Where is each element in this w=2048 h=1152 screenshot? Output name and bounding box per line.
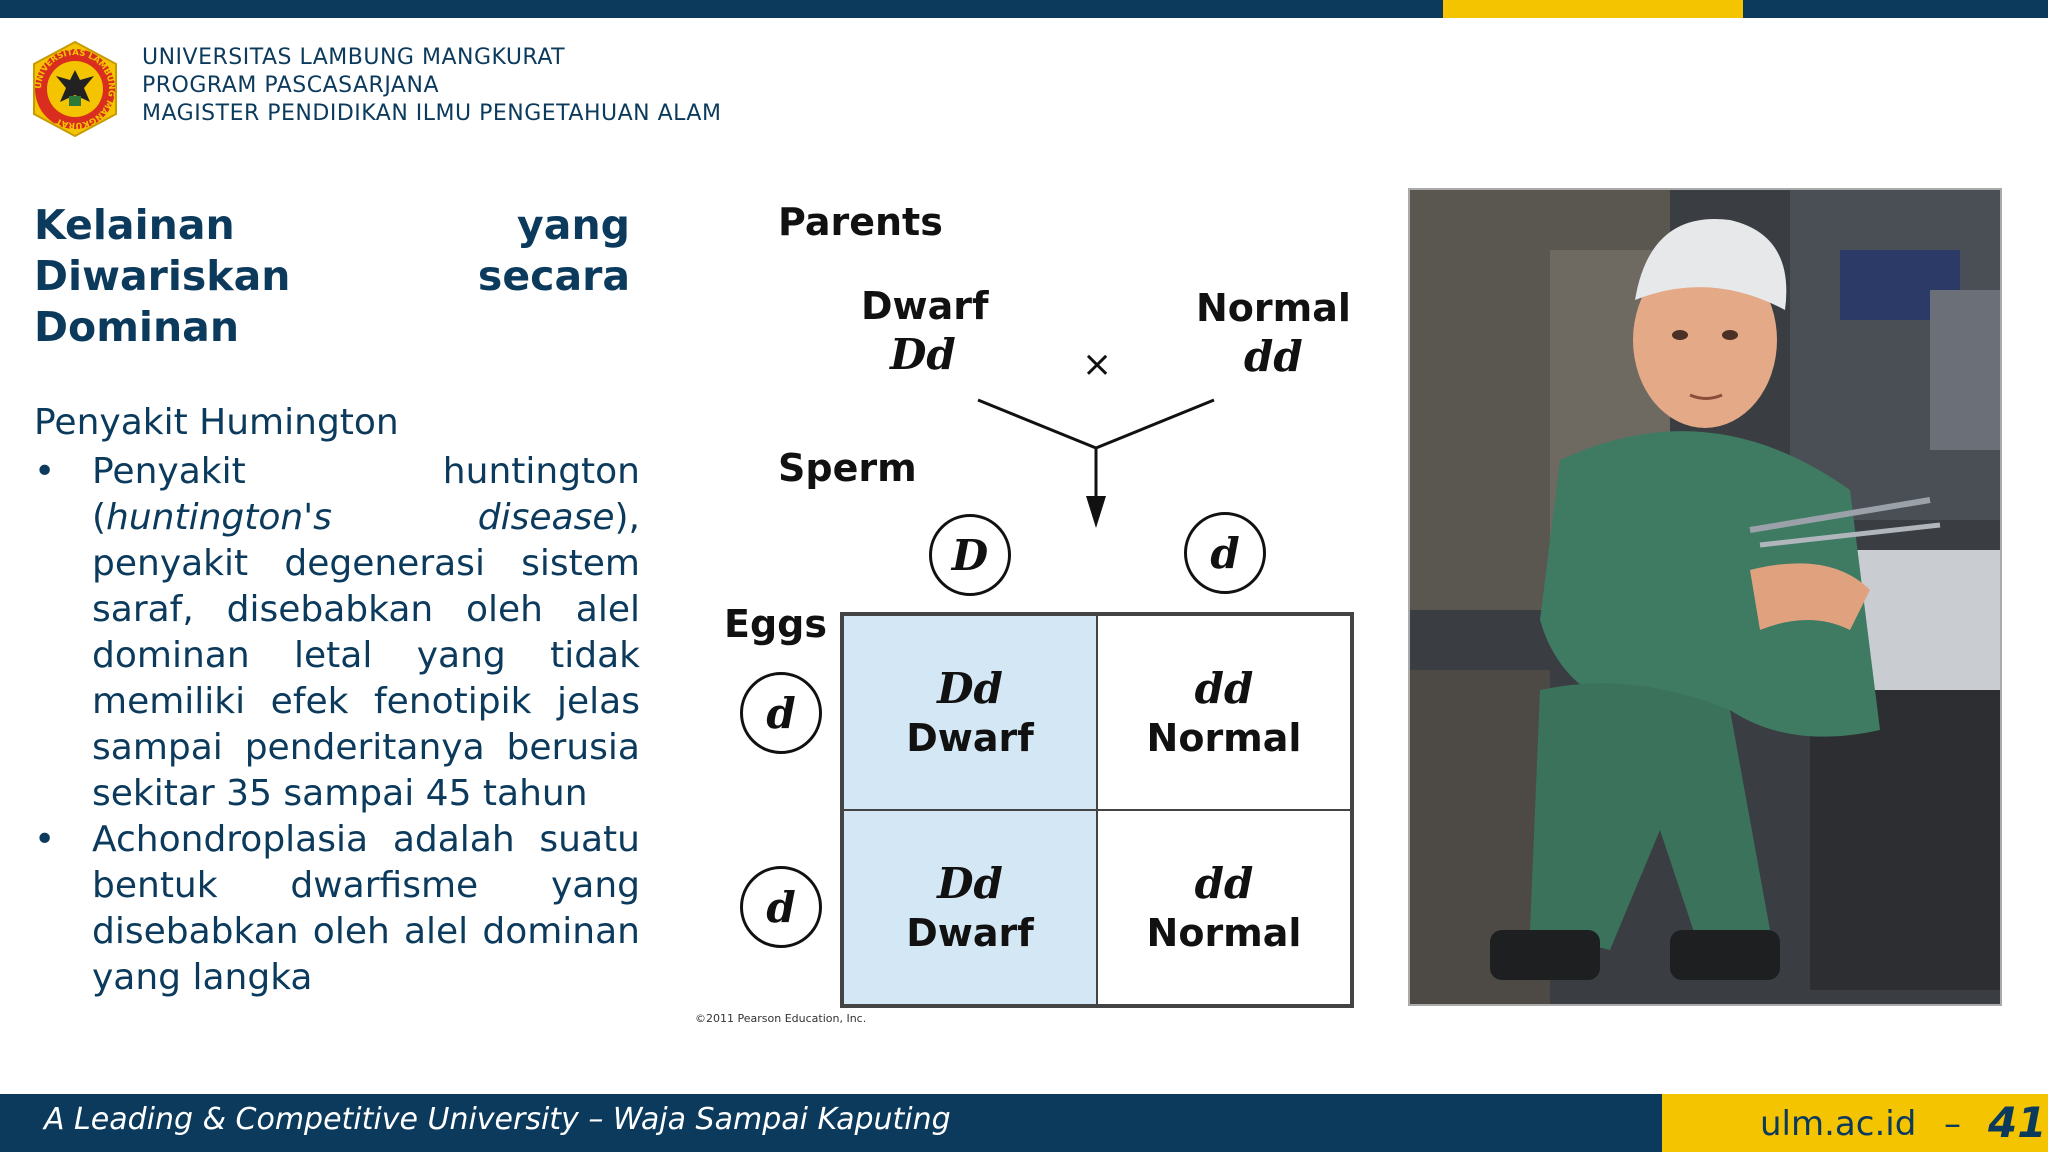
punnett-diagram: Parents Dwarf Dd × Normal dd Sperm D d E…: [695, 190, 1380, 1040]
text-column: Kelainan yang Diwariskan secara Dominan …: [34, 200, 640, 1001]
parent1-genotype: Dd: [890, 330, 956, 379]
bullet-item-achondroplasia: • Achondroplasia adalah suatu bentuk dwa…: [34, 817, 640, 1001]
bullet-text-italic: huntington's disease: [106, 497, 615, 538]
cell-phenotype: Dwarf: [906, 715, 1034, 760]
cell-phenotype: Normal: [1146, 715, 1302, 760]
cell-genotype: dd: [1194, 663, 1254, 713]
bullet-list: • Penyakit huntington (huntington's dise…: [34, 449, 640, 1001]
institution-line-university: UNIVERSITAS LAMBUNG MANGKURAT: [142, 45, 566, 70]
parents-label: Parents: [778, 200, 943, 244]
photo-achondroplasia-person: [1408, 188, 2002, 1006]
cross-symbol: ×: [1082, 344, 1113, 385]
sperm-allele-circle: d: [1184, 512, 1266, 594]
top-bar-accent: [1443, 0, 1743, 18]
institution-line-program: PROGRAM PASCASARJANA: [142, 73, 439, 98]
cell-phenotype: Normal: [1146, 910, 1302, 955]
cell-genotype: Dd: [937, 663, 1003, 713]
punnett-square: Dd Dwarf dd Normal Dd Dwarf dd Normal: [840, 612, 1354, 1008]
university-logo: UNIVERSITAS LAMBUNG MANGKURAT: [33, 40, 117, 138]
bullet-dot: •: [34, 451, 56, 492]
footer-accent: [1662, 1094, 2048, 1152]
footer-website: ulm.ac.id: [1760, 1104, 1917, 1144]
punnett-cell: dd Normal: [1097, 615, 1351, 810]
institution-line-magister: MAGISTER PENDIDIKAN ILMU PENGETAHUAN ALA…: [142, 101, 722, 126]
copyright-note: ©2011 Pearson Education, Inc.: [695, 1012, 867, 1025]
punnett-cell: Dd Dwarf: [843, 810, 1097, 1005]
cross-arrow: [977, 398, 1215, 528]
footer-separator: –: [1944, 1104, 1961, 1144]
punnett-cell: Dd Dwarf: [843, 615, 1097, 810]
sperm-allele-circle: D: [929, 514, 1011, 596]
punnett-cell: dd Normal: [1097, 810, 1351, 1005]
slide-title: Kelainan yang Diwariskan secara Dominan: [34, 201, 630, 351]
parent2-genotype: dd: [1244, 332, 1303, 381]
bullet-text: Penyakit huntington (: [92, 451, 640, 538]
cell-phenotype: Dwarf: [906, 910, 1034, 955]
institution-header: UNIVERSITAS LAMBUNG MANGKURAT PROGRAM PA…: [142, 44, 721, 128]
footer-tagline: A Leading & Competitive University – Waj…: [44, 1102, 951, 1137]
parent2-phenotype: Normal: [1196, 286, 1351, 330]
eggs-label: Eggs: [724, 602, 827, 646]
photo-illustration: [1410, 190, 2000, 1004]
bullet-dot: •: [34, 819, 56, 860]
bullet-text: Achondroplasia adalah suatu bentuk dwarf…: [92, 819, 640, 998]
subheading: Penyakit Humington: [34, 402, 399, 443]
bullet-text: ), penyakit degenerasi sistem saraf, dis…: [92, 497, 640, 814]
cell-genotype: Dd: [937, 858, 1003, 908]
page-number: 41: [1988, 1098, 2047, 1147]
bullet-item-huntington: • Penyakit huntington (huntington's dise…: [34, 449, 640, 817]
egg-allele-circle: d: [740, 672, 822, 754]
cell-genotype: dd: [1194, 858, 1254, 908]
parent1-phenotype: Dwarf: [861, 284, 989, 328]
egg-allele-circle: d: [740, 866, 822, 948]
sperm-label: Sperm: [778, 446, 917, 490]
